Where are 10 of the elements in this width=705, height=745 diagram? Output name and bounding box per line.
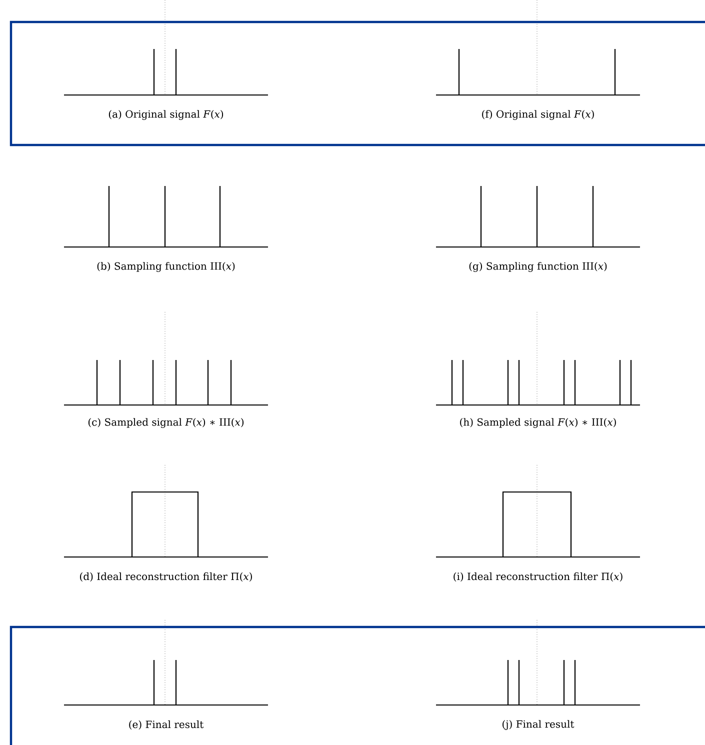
caption: (d) Ideal reconstruction filter Π(x) bbox=[80, 572, 252, 582]
caption: (f) Original signal F(x) bbox=[482, 110, 594, 120]
caption: (j) Final result bbox=[502, 720, 574, 730]
caption: (e) Final result bbox=[129, 720, 204, 730]
caption: (a) Original signal F(x) bbox=[108, 110, 224, 120]
caption: (h) Sampled signal F(x) ∗ III(x) bbox=[460, 418, 616, 428]
caption: (i) Ideal reconstruction filter Π(x) bbox=[454, 572, 622, 582]
caption: (b) Sampling function III(x) bbox=[97, 262, 235, 272]
caption: (c) Sampled signal F(x) ∗ III(x) bbox=[88, 418, 244, 428]
caption: (g) Sampling function III(x) bbox=[469, 262, 607, 272]
